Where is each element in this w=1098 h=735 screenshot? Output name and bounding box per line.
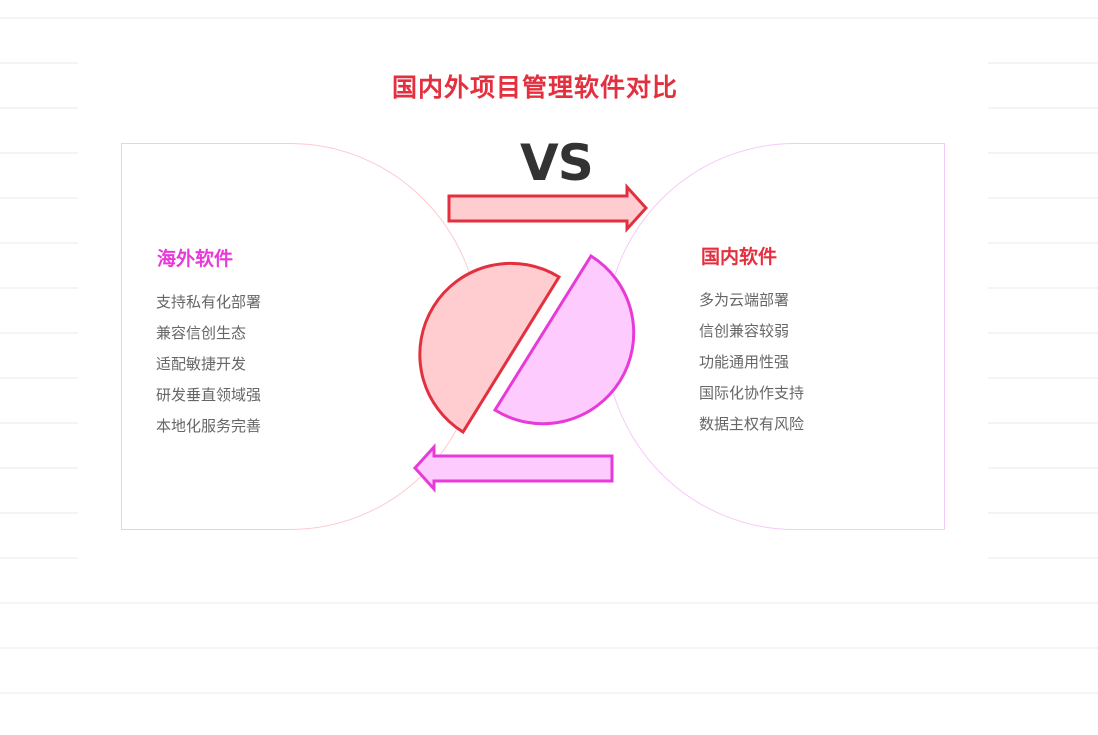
list-item: 多为云端部署 [699, 291, 790, 309]
arrow-left-icon [412, 443, 614, 493]
domestic-half-circle [418, 261, 562, 435]
list-item: 研发垂直领域强 [156, 386, 262, 404]
overseas-half-circle [492, 253, 636, 426]
list-item: 兼容信创生态 [156, 324, 247, 342]
vs-label: VS [520, 134, 594, 192]
list-item: 支持私有化部署 [156, 293, 262, 311]
list-item: 数据主权有风险 [699, 415, 805, 433]
arrow-right-icon [447, 183, 649, 233]
list-item: 国际化协作支持 [699, 384, 805, 402]
overseas-list: 支持私有化部署 兼容信创生态 适配敏捷开发 研发垂直领域强 本地化服务完善 [156, 287, 261, 442]
list-item: 适配敏捷开发 [156, 355, 247, 373]
list-item: 信创兼容较弱 [699, 322, 790, 340]
list-item: 本地化服务完善 [156, 417, 262, 435]
list-item: 功能通用性强 [699, 353, 790, 371]
domestic-heading: 国内软件 [701, 246, 778, 268]
overseas-heading: 海外软件 [157, 248, 234, 270]
page-title: 国内外项目管理软件对比 [391, 73, 678, 102]
domestic-list: 多为云端部署 信创兼容较弱 功能通用性强 国际化协作支持 数据主权有风险 [699, 285, 804, 440]
